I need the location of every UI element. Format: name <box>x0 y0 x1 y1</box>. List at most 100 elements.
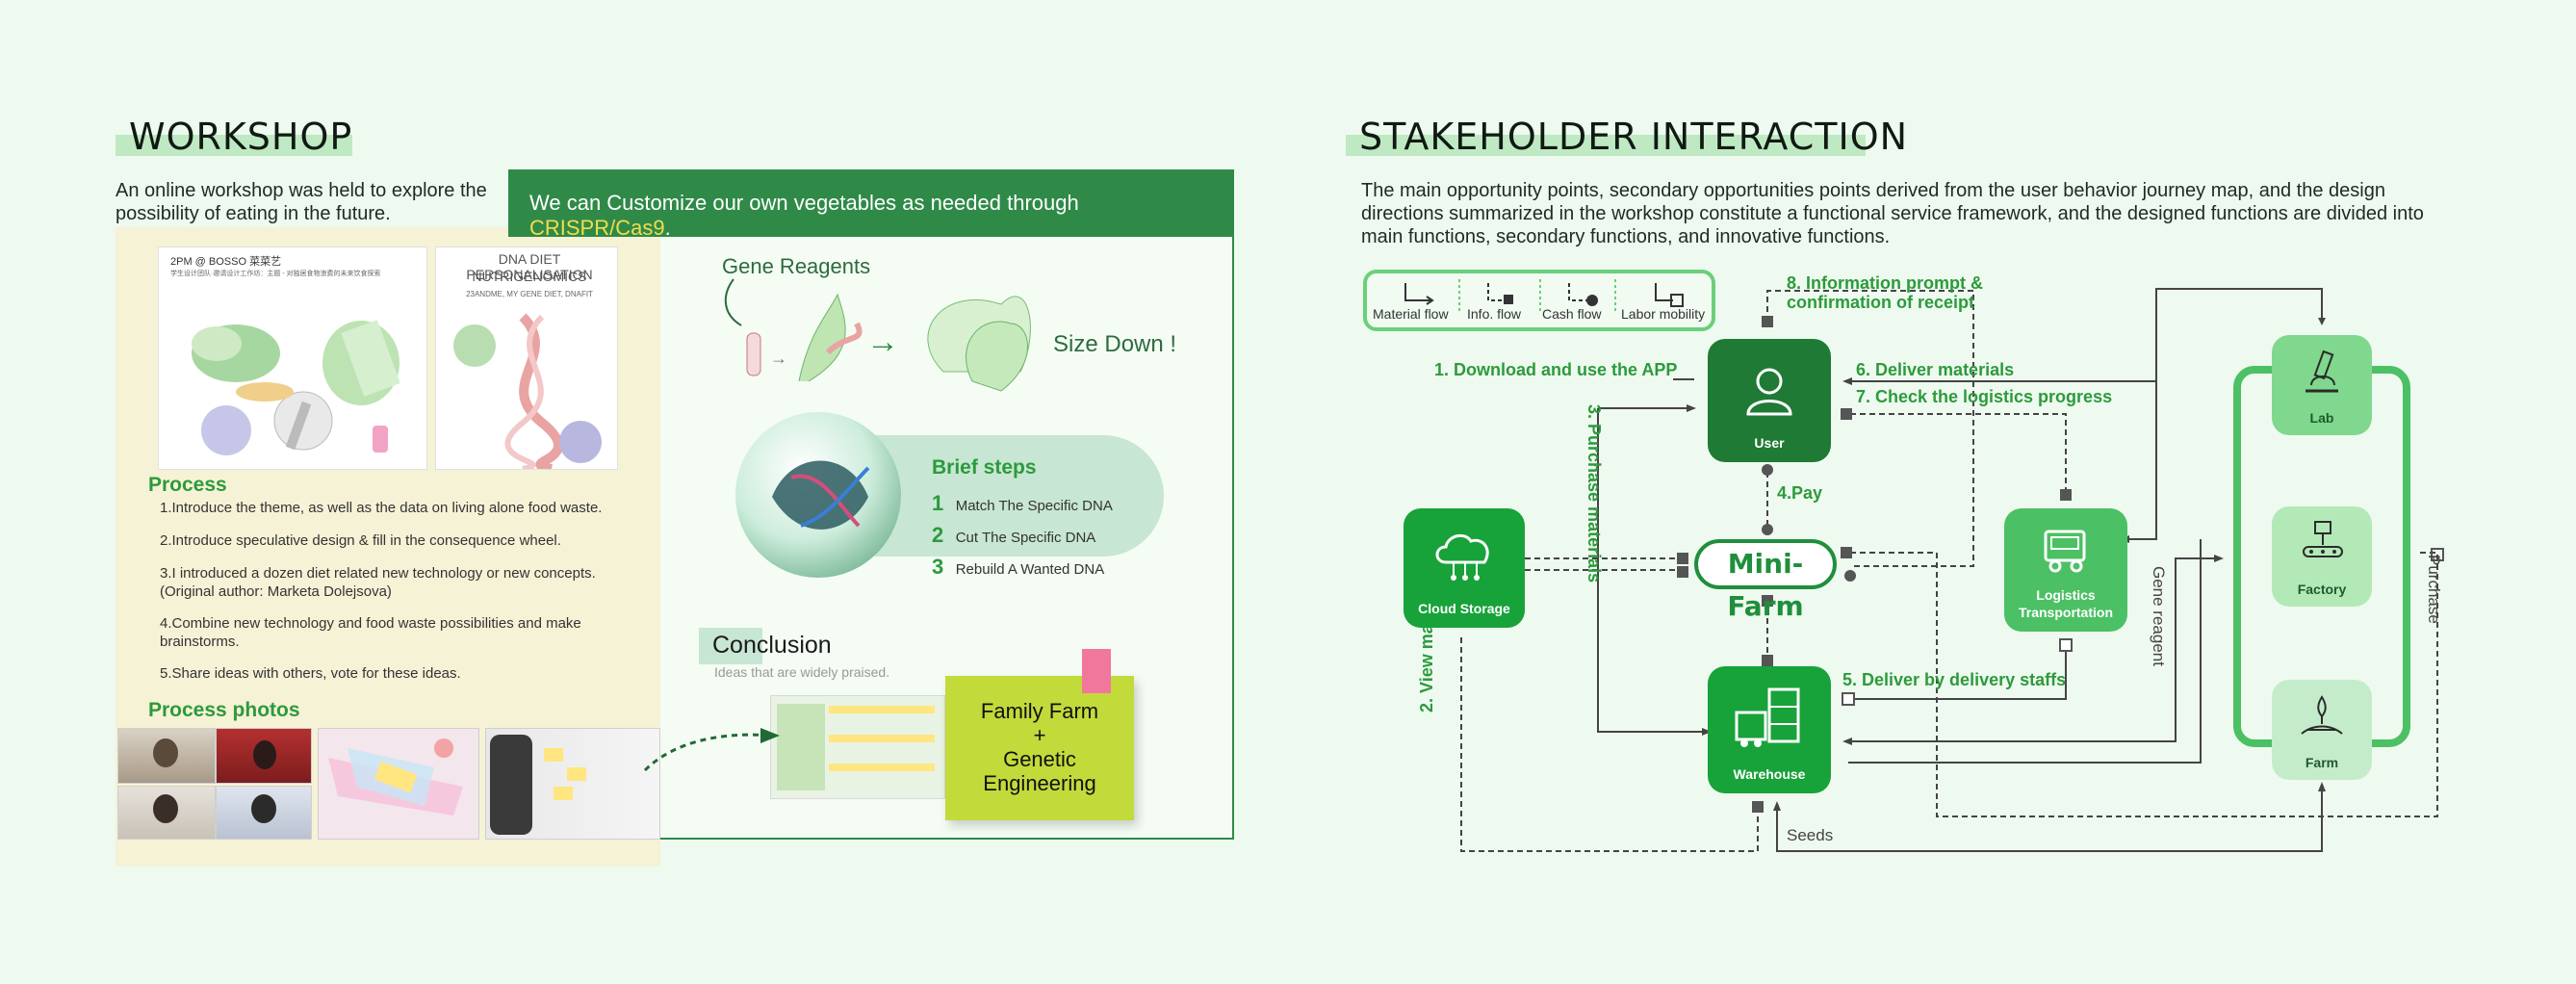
brief-step-1: 1 Match The Specific DNA <box>932 491 1113 516</box>
farm-icon <box>2301 695 2343 735</box>
card2-subtitle: 23ANDME, MY GENE DIET, DNAFIT <box>466 290 593 298</box>
workshop-slide-card-1: 2PM @ BOSSO 菜菜艺 学生设计团队·邀请设计工作坊：主题 - 对独居食… <box>158 246 427 470</box>
brief-steps-heading: Brief steps <box>932 456 1037 479</box>
brief-step-3: 3 Rebuild A Wanted DNA <box>932 555 1104 580</box>
flow-label-confirmation: confirmation of receipt <box>1787 293 1975 312</box>
sticky-line-4: Engineering <box>983 771 1096 795</box>
flow-label-purchase-text: Purchase <box>2425 555 2443 624</box>
svg-text:→: → <box>866 324 899 360</box>
sticky-line-1: Family Farm <box>980 699 1099 723</box>
legend-material-flow: Material flow <box>1373 306 1449 322</box>
cloud-storage-label: Cloud Storage <box>1418 601 1510 616</box>
card1-subtitle: 学生设计团队·邀请设计工作坊：主题 - 对独居食物浪费的未来饮食探索 <box>170 271 381 277</box>
logistics-label-line2: Transportation <box>2018 605 2113 620</box>
process-step-2: 2.Introduce speculative design & fill in… <box>160 532 561 549</box>
conclusion-photo <box>770 695 945 799</box>
factory-label: Factory <box>2297 582 2347 597</box>
sticky-notes-photo <box>318 728 479 840</box>
brief-step-1-num: 1 <box>932 491 944 515</box>
banner-suffix: . <box>664 216 671 240</box>
photos-to-conclusion-arrow <box>643 728 780 772</box>
size-down-label: Size Down ! <box>1053 331 1177 357</box>
brief-step-3-text: Rebuild A Wanted DNA <box>955 561 1105 578</box>
user-node-label: User <box>1754 435 1785 451</box>
logistics-label-line1: Logistics <box>2036 587 2096 603</box>
legend-cash-flow: Cash flow <box>1542 306 1602 322</box>
sticky-line-2: + <box>1033 723 1046 747</box>
user-node: User <box>1708 339 1831 462</box>
process-photos-heading: Process photos <box>148 699 300 721</box>
conclusion-subtitle: Ideas that are widely praised. <box>714 664 890 680</box>
gene-reagents-label: Gene Reagents <box>722 254 871 278</box>
flow-label-purchase-materials: 3. Purchase materials <box>1584 404 1604 583</box>
microscope-icon <box>2306 350 2338 393</box>
process-step-1: 1.Introduce the theme, as well as the da… <box>160 500 603 516</box>
flow-label-pay: 4.Pay <box>1777 483 1823 503</box>
participant-photo-1 <box>117 728 216 784</box>
user-icon <box>1746 368 1792 416</box>
stakeholder-intro: The main opportunity points, secondary o… <box>1361 180 2424 247</box>
flow-legend: Material flow Info. flow Cash flow Labor… <box>1363 270 1715 331</box>
brief-step-1-text: Match The Specific DNA <box>955 498 1113 514</box>
flow-label-deliver-staffs: 5. Deliver by delivery staffs <box>1842 670 2067 689</box>
participant-photo-3 <box>117 786 216 840</box>
banner-text: We can Customize our own vegetables as n… <box>529 191 1079 215</box>
conclusion-heading: Conclusion <box>712 632 832 659</box>
workshop-intro: An online workshop was held to explore t… <box>116 180 487 224</box>
brief-step-2: 2 Cut The Specific DNA <box>932 523 1095 548</box>
svg-text:→: → <box>770 349 787 368</box>
workshop-slide-card-2: DNA DIET PERSONALISATION NUTRIGENOMICS 2… <box>435 246 618 470</box>
vegetable-illustration <box>192 320 400 455</box>
truck-icon <box>2044 530 2086 573</box>
family-farm-sticky-note: Family Farm + Genetic Engineering <box>945 676 1134 820</box>
cloud-storage-node: Cloud Storage <box>1404 508 1525 628</box>
participant-photo-2 <box>216 728 312 784</box>
flow-label-gene-reagent-text: Gene reagent <box>2150 566 2168 666</box>
lab-label: Lab <box>2309 410 2334 426</box>
process-step-5: 5.Share ideas with others, vote for thes… <box>160 665 461 682</box>
cas9-protein-sphere <box>735 412 901 578</box>
banner-highlight: CRISPR/Cas9 <box>529 216 665 240</box>
crispr-banner: We can Customize our own vegetables as n… <box>508 169 1234 240</box>
whiteboard-photo <box>485 728 660 840</box>
flow-label-deliver-materials: 6. Deliver materials <box>1856 360 2015 379</box>
flow-label-purchase: Purchase <box>2424 555 2443 624</box>
brief-step-3-num: 3 <box>932 555 944 579</box>
process-heading: Process <box>148 474 227 496</box>
workshop-title: WORKSHOP <box>129 116 353 158</box>
legend-info-flow: Info. flow <box>1467 306 1522 322</box>
process-step-3: 3.I introduced a dozen diet related new … <box>160 565 596 600</box>
flow-label-seeds: Seeds <box>1787 826 1834 844</box>
workshop-title-underline <box>116 135 352 156</box>
farm-label: Farm <box>2305 755 2339 770</box>
participant-photo-4 <box>216 786 312 840</box>
sticky-line-3: Genetic <box>1003 747 1076 771</box>
process-step-4: 4.Combine new technology and food waste … <box>160 615 581 650</box>
gene-editing-illustration: → → <box>724 278 1031 392</box>
flow-label-info-prompt: 8. Information prompt & <box>1787 273 1983 293</box>
stakeholder-title: STAKEHOLDER INTERACTION <box>1359 116 1909 158</box>
pink-tab <box>1082 649 1111 693</box>
sticky-notes-graphic <box>328 738 463 816</box>
card1-title: 2PM @ BOSSO 菜菜艺 <box>170 256 282 268</box>
logistics-node: Logistics Transportation <box>2004 508 2127 632</box>
factory-icon <box>2303 521 2343 557</box>
conclusion-highlight <box>699 628 762 664</box>
lab-node: Lab <box>2272 335 2372 435</box>
card2-title-line2: NUTRIGENOMICS <box>472 269 587 284</box>
farm-node: Farm <box>2272 680 2372 780</box>
warehouse-node: Warehouse <box>1708 666 1831 793</box>
flow-label-gene-reagent: Gene reagent <box>2149 566 2168 666</box>
factory-node: Factory <box>2272 506 2372 607</box>
card2-title-line1: DNA DIET PERSONALISATION <box>466 251 593 282</box>
mini-farm-logo: Mini-Farm <box>1694 539 1837 622</box>
legend-icons <box>1404 279 1684 312</box>
cloud-icon <box>1435 533 1489 581</box>
flow-label-download: 1. Download and use the APP <box>1434 360 1678 379</box>
warehouse-label: Warehouse <box>1733 766 1806 782</box>
brief-step-2-text: Cut The Specific DNA <box>955 530 1096 546</box>
stakeholder-title-underline <box>1346 135 1866 156</box>
flow-label-check-logistics: 7. Check the logistics progress <box>1856 387 2113 406</box>
legend-labor-mobility: Labor mobility <box>1621 306 1706 322</box>
